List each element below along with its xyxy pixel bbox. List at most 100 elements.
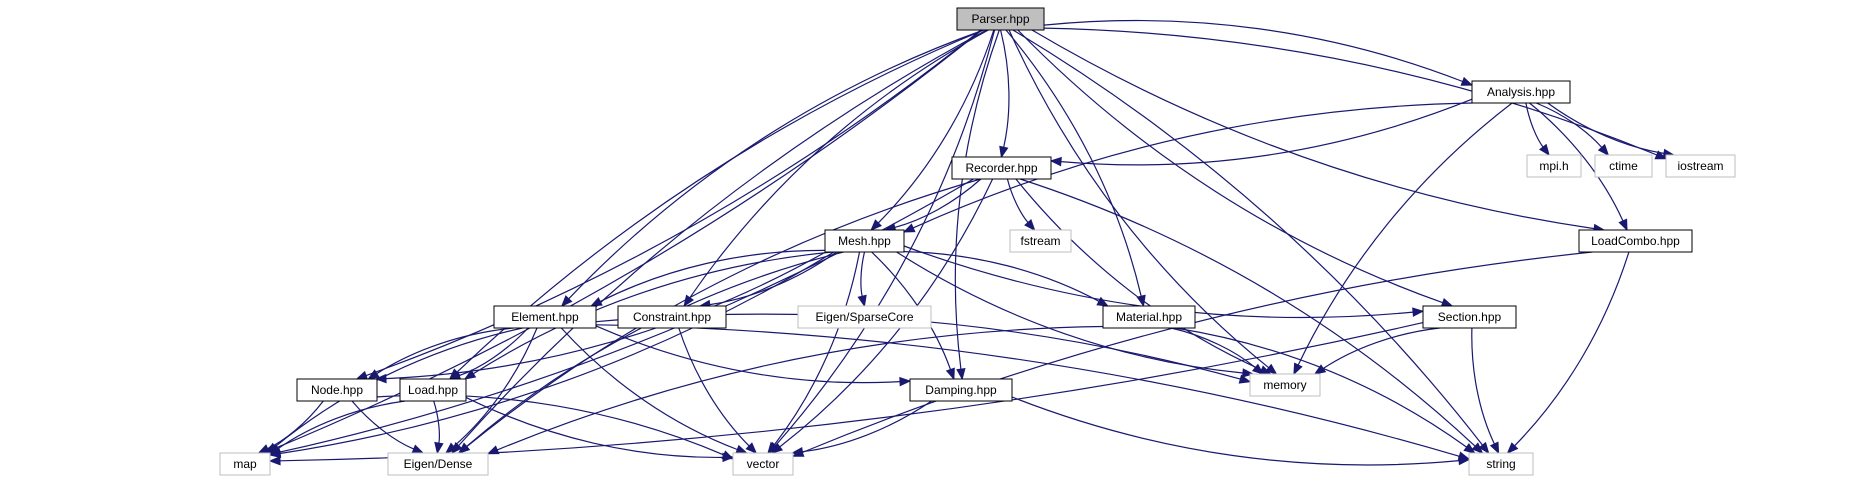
edge-damping-to-vector — [802, 400, 932, 453]
node-box-node — [296, 378, 378, 402]
node-node[interactable]: Node.hpp — [296, 378, 378, 402]
node-label-section: Section.hpp — [1438, 310, 1502, 324]
edge-node-to-vector — [376, 394, 725, 456]
arrowhead-damping-to-string — [1458, 455, 1471, 466]
arrowhead-mesh-to-damping — [945, 367, 955, 381]
arrowhead-section-to-map — [268, 456, 281, 466]
arrowhead-parser-to-element — [560, 295, 573, 307]
node-vector: vector — [732, 452, 794, 476]
node-loadcombo[interactable]: LoadCombo.hpp — [1578, 229, 1693, 253]
node-label-element: Element.hpp — [511, 310, 579, 324]
edge-mesh-to-load — [472, 251, 833, 375]
node-label-material: Material.hpp — [1116, 310, 1182, 324]
edge-node-to-map — [267, 400, 324, 450]
edge-analysis-to-ctime — [1535, 102, 1603, 148]
arrowhead-element-to-vector — [735, 444, 748, 454]
arrowhead-material-to-memory — [1251, 363, 1265, 375]
node-mpi: mpi.h — [1526, 154, 1582, 178]
node-parser[interactable]: Parser.hpp — [956, 7, 1045, 31]
edge-mesh-to-element — [599, 249, 826, 303]
node-load[interactable]: Load.hpp — [399, 378, 467, 402]
arrowhead-load-to-map — [268, 444, 282, 455]
node-box-vector — [732, 452, 794, 476]
node-box-analysis — [1471, 80, 1571, 104]
node-box-mpi — [1526, 154, 1582, 178]
arrowhead-recorder-to-string — [1471, 442, 1484, 454]
edge-parser-to-damping — [954, 29, 1000, 370]
edge-material-to-memory — [1170, 327, 1256, 369]
node-box-material — [1102, 305, 1196, 329]
edge-parser-to-string — [1012, 29, 1483, 446]
node-box-sparsecore — [797, 305, 932, 329]
arrowhead-parser-to-node — [355, 370, 369, 380]
node-analysis[interactable]: Analysis.hpp — [1471, 80, 1571, 104]
arrowhead-constraint-to-vector — [745, 442, 758, 454]
arrowhead-parser-to-mesh — [870, 219, 882, 231]
edge-analysis-to-mpi — [1525, 102, 1544, 148]
node-label-dense: Eigen/Dense — [404, 457, 473, 471]
arrowhead-recorder-to-fstream — [1024, 219, 1036, 232]
edge-analysis-to-loadcombo — [1529, 102, 1624, 222]
edge-parser-to-recorder — [1000, 29, 1010, 148]
edge-parser-to-constraint — [689, 29, 989, 299]
node-label-mesh: Mesh.hpp — [838, 234, 891, 248]
edge-damping-to-string — [1011, 396, 1460, 466]
arrowhead-parser-to-damping — [956, 368, 966, 381]
arrowhead-parser-to-string — [1478, 441, 1490, 455]
arrowhead-node-to-dense — [411, 444, 425, 454]
arrowhead-section-to-string — [1489, 441, 1500, 455]
edge-parser-to-vector — [775, 29, 996, 446]
node-ctime: ctime — [1594, 154, 1653, 178]
node-box-damping — [909, 378, 1013, 402]
node-box-dense — [387, 452, 489, 476]
node-box-recorder — [951, 156, 1052, 180]
node-constraint[interactable]: Constraint.hpp — [617, 305, 727, 329]
node-mesh[interactable]: Mesh.hpp — [824, 229, 905, 253]
node-box-parser — [956, 7, 1045, 31]
node-fstream: fstream — [1009, 229, 1072, 253]
arrowhead-parser-to-material — [1136, 294, 1146, 308]
edge-load-to-vector — [465, 396, 724, 459]
edge-parser-to-material — [1005, 29, 1142, 297]
arrowhead-mesh-to-material — [1096, 296, 1109, 307]
node-box-section — [1422, 305, 1517, 329]
edge-element-to-vector — [560, 327, 738, 451]
arrowhead-parser-to-recorder — [999, 145, 1009, 159]
node-element[interactable]: Element.hpp — [493, 305, 597, 329]
node-label-sparsecore: Eigen/SparseCore — [815, 310, 913, 324]
node-section[interactable]: Section.hpp — [1422, 305, 1517, 329]
node-label-string: string — [1486, 457, 1515, 471]
edge-element-to-string — [595, 324, 1460, 457]
node-sparsecore: Eigen/SparseCore — [797, 305, 932, 329]
edge-recorder-to-mesh — [894, 178, 982, 228]
node-iostream: iostream — [1665, 154, 1736, 178]
node-material[interactable]: Material.hpp — [1102, 305, 1196, 329]
node-string: string — [1468, 452, 1534, 476]
node-damping[interactable]: Damping.hpp — [909, 378, 1013, 402]
arrowhead-element-to-dense — [444, 442, 458, 454]
node-label-damping: Damping.hpp — [925, 383, 997, 397]
edge-parser-to-mesh — [877, 29, 995, 224]
edge-recorder-to-dense — [466, 178, 981, 448]
arrowhead-damping-to-vector — [791, 447, 804, 457]
node-recorder[interactable]: Recorder.hpp — [951, 156, 1052, 180]
arrowhead-parser-to-memory — [1265, 363, 1278, 375]
edge-loadcombo-to-string — [1514, 251, 1630, 447]
edge-mesh-to-vector — [773, 251, 861, 446]
arrowhead-mesh-to-sparsecore — [857, 294, 867, 308]
edge-element-to-map — [274, 327, 523, 448]
arrowhead-mesh-to-memory — [1241, 368, 1255, 378]
edge-material-to-dense — [497, 325, 1104, 451]
edge-analysis-to-iostream — [1547, 102, 1664, 154]
edge-loadcombo-to-vector — [801, 251, 1593, 454]
arrowhead-load-to-vector — [722, 452, 735, 463]
node-label-parser: Parser.hpp — [971, 12, 1029, 26]
node-label-loadcombo: LoadCombo.hpp — [1591, 234, 1680, 248]
arrowhead-mesh-to-section — [1412, 307, 1425, 317]
node-label-vector: vector — [747, 457, 780, 471]
arrowhead-parser-to-analysis — [1460, 76, 1474, 86]
arrowhead-analysis-to-ctime — [1597, 143, 1610, 157]
edge-analysis-to-memory — [1297, 102, 1513, 366]
edge-recorder-to-memory — [1015, 178, 1262, 371]
